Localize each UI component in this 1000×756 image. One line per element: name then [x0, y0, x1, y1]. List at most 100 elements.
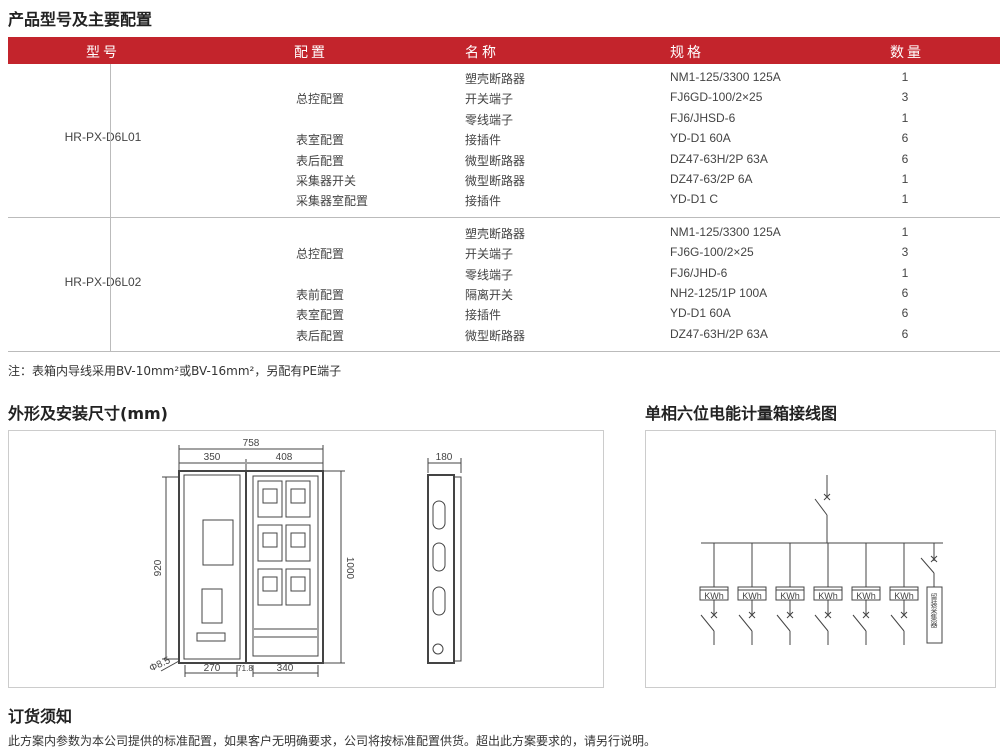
meter-label: KWh: [780, 591, 800, 601]
meter-window: [290, 576, 306, 592]
meter-branch: [813, 543, 843, 645]
cell-name: 隔离开关: [465, 288, 514, 302]
cell-name: 零线端子: [465, 112, 514, 127]
cell-qty: 6: [901, 306, 909, 321]
cell-name: 开关端子: [465, 247, 514, 262]
cell-spec: NM1-125/3300 125A: [670, 70, 781, 84]
cell-qty: 6: [901, 151, 909, 166]
meter-label: KWh: [856, 591, 876, 601]
cell-qty: 1: [901, 224, 909, 239]
table-header: 型号 配置 名称 规格 数量: [8, 37, 1000, 64]
table-note: 注：表箱内导线采用BV-10mm²或BV-16mm²，另配有PE端子: [8, 364, 342, 378]
meter-slot: [257, 568, 283, 606]
cell-spec: YD-D1 60A: [670, 306, 731, 321]
meter-branch: [889, 543, 919, 645]
meter-branch: [699, 543, 729, 645]
group-divider: [8, 216, 1000, 218]
collector-label: 留装采集器: [930, 592, 938, 629]
meter-branch: [775, 543, 805, 645]
section-title-wiring: 单相六位电能计量箱接线图: [645, 404, 838, 423]
dim-left-width: 350: [204, 452, 221, 463]
meter-slot: [257, 524, 283, 562]
order-text: 此方案内参数为本公司提供的标准配置，如果客户无明确要求，公司将按标准配置供货。超…: [8, 734, 657, 748]
section-title-order: 订货须知: [8, 707, 73, 726]
cell-name: 接插件: [465, 133, 502, 148]
dimension-drawing: 758 350 408 920 1000 270 71.8 340 Φ8.5 1…: [148, 438, 462, 677]
section-title-dimensions: 外形及安装尺寸(mm): [8, 404, 168, 423]
header-qty: 数量: [890, 45, 924, 61]
cell-config: 总控配置: [296, 247, 345, 262]
dim-bottom-right: 340: [277, 663, 294, 674]
cell-config: 表室配置: [296, 133, 345, 148]
header-name: 名称: [465, 45, 499, 61]
dim-bottom-left: 270: [204, 663, 221, 674]
cell-spec: YD-D1 C: [670, 192, 719, 207]
cell-config: 表前配置: [296, 288, 345, 302]
cell-spec: DZ47-63H/2P 63A: [670, 326, 768, 341]
cell-spec: DZ47-63/2P 6A: [670, 172, 753, 186]
meter-slot: [257, 480, 283, 518]
cell-config: 表后配置: [296, 153, 345, 168]
dim-height-left: 920: [153, 559, 164, 576]
meter-window: [290, 532, 306, 548]
cell-spec: FJ6GD-100/2×25: [670, 90, 763, 105]
meter-slot: [285, 480, 311, 518]
cell-name: 零线端子: [465, 267, 514, 282]
meter-branch: [737, 543, 767, 645]
dim-right-width: 408: [276, 452, 293, 463]
dim-bottom-mid: 71.8: [237, 664, 253, 673]
meter-window: [262, 576, 278, 592]
cell-name: 塑壳断路器: [465, 226, 526, 241]
cell-spec: NH2-125/1P 100A: [670, 286, 768, 300]
cell-qty: 1: [901, 110, 909, 125]
meter-window: [262, 532, 278, 548]
cell-model: HR-PX-D6L02: [64, 275, 142, 289]
cell-name: 接插件: [465, 194, 502, 209]
group-divider: [8, 351, 1000, 353]
meter-window: [262, 488, 278, 504]
column-divider: [110, 64, 111, 352]
cell-spec: YD-D1 60A: [670, 131, 731, 146]
cell-name: 微型断路器: [465, 174, 526, 188]
cell-spec: FJ6G-100/2×25: [670, 245, 754, 260]
meter-window: [290, 488, 306, 504]
cell-spec: DZ47-63H/2P 63A: [670, 151, 768, 166]
cell-config: 总控配置: [296, 92, 345, 107]
meter-slot: [285, 524, 311, 562]
meter-label: KWh: [704, 591, 724, 601]
cell-qty: 1: [901, 265, 909, 280]
cell-name: 微型断路器: [465, 153, 526, 168]
header-model: 型号: [86, 45, 120, 61]
meter-label: KWh: [894, 591, 914, 601]
dim-total-width: 758: [243, 438, 260, 449]
meter-label: KWh: [742, 591, 762, 601]
cell-config: 表后配置: [296, 328, 345, 343]
cell-qty: 3: [901, 245, 909, 260]
cell-config: 采集器室配置: [296, 194, 369, 209]
cell-spec: FJ6/JHD-6: [670, 265, 728, 280]
wiring-diagram: KWh KWh KWh KWh KWh KWh 留装采集器: [699, 475, 943, 645]
cell-name: 塑壳断路器: [465, 72, 526, 86]
cell-config: 采集器开关: [296, 174, 357, 188]
wiring-diagram-panel: KWh KWh KWh KWh KWh KWh 留装采集器: [645, 430, 996, 688]
dim-hole: Φ8.5: [148, 655, 173, 674]
dim-height-right: 1000: [344, 557, 355, 580]
header-config: 配置: [294, 45, 328, 61]
cell-model: HR-PX-D6L01: [64, 130, 142, 145]
meter-slot: [285, 568, 311, 606]
cell-name: 微型断路器: [465, 328, 526, 343]
cell-name: 接插件: [465, 308, 502, 323]
cell-spec: NM1-125/3300 125A: [670, 224, 781, 239]
cell-qty: 1: [901, 192, 909, 207]
cell-spec: FJ6/JHSD-6: [670, 110, 736, 125]
cell-qty: 1: [901, 172, 909, 186]
cell-name: 开关端子: [465, 92, 514, 107]
section-title-config: 产品型号及主要配置: [8, 10, 153, 29]
cell-config: 表室配置: [296, 308, 345, 323]
meter-label: KWh: [818, 591, 838, 601]
dimension-drawing-panel: 758 350 408 920 1000 270 71.8 340 Φ8.5 1…: [8, 430, 604, 688]
cell-qty: 6: [901, 131, 909, 146]
cell-qty: 1: [901, 70, 909, 84]
cell-qty: 6: [901, 326, 909, 341]
dim-depth: 180: [436, 452, 453, 463]
